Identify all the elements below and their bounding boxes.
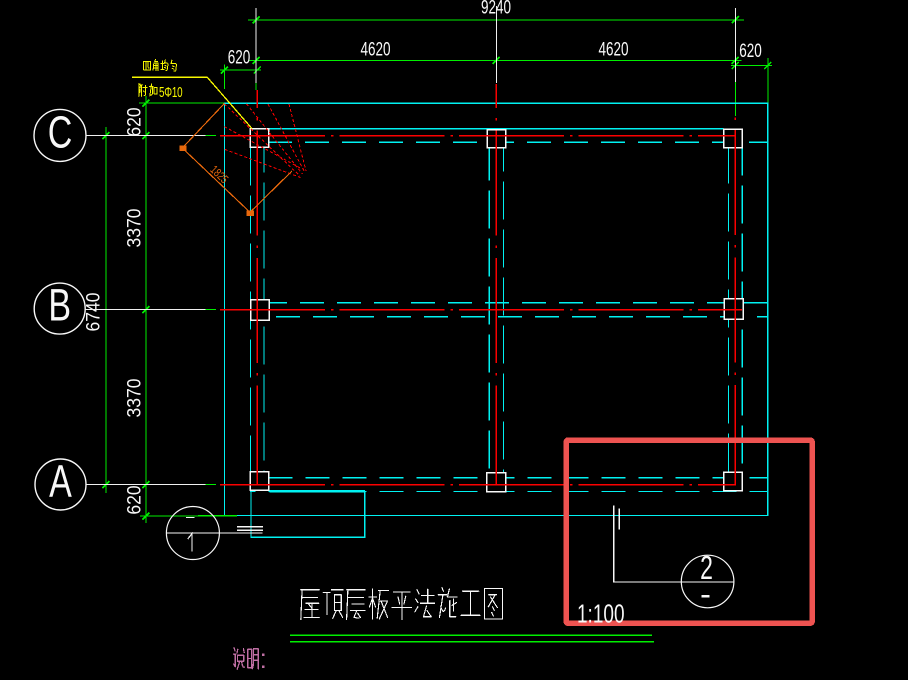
svg-text:620: 620 (123, 107, 145, 136)
svg-text:B: B (48, 281, 71, 331)
svg-text:620: 620 (739, 40, 762, 62)
svg-text:4620: 4620 (360, 38, 390, 60)
svg-text:3370: 3370 (123, 379, 145, 418)
svg-text:5Φ10: 5Φ10 (159, 84, 183, 100)
svg-text:9240: 9240 (481, 0, 511, 18)
svg-text:620: 620 (228, 46, 251, 68)
svg-text:4620: 4620 (598, 38, 628, 60)
svg-text:3370: 3370 (123, 209, 145, 248)
svg-text:1:100: 1:100 (577, 598, 625, 628)
svg-text:620: 620 (123, 485, 145, 514)
svg-text:C: C (48, 108, 73, 158)
svg-text:2: 2 (700, 550, 713, 587)
svg-text:A: A (49, 457, 72, 507)
svg-text:6740: 6740 (82, 293, 104, 332)
